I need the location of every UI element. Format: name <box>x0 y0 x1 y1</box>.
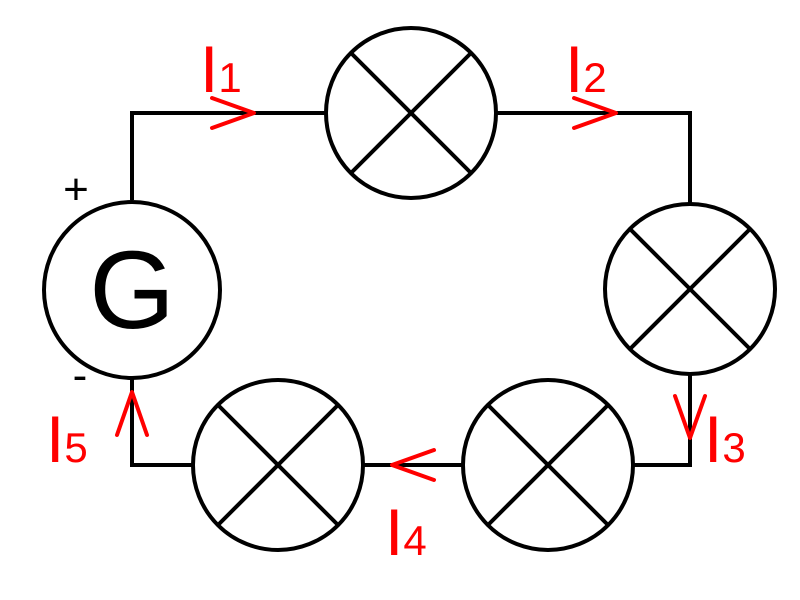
lamp-top-left <box>324 26 498 200</box>
generator-circle <box>42 200 222 380</box>
current-5-label: I5 <box>46 402 88 476</box>
current-2-label: I2 <box>565 32 607 106</box>
current-1-label: I1 <box>200 32 242 106</box>
lamp-cross-icon <box>216 403 340 527</box>
lamp-bottom-left <box>191 378 365 552</box>
wires <box>130 111 692 467</box>
wire-generator-to-lamp-top-left <box>130 111 328 200</box>
current-labels: I1 I2 I3 I4 I5 <box>46 32 746 569</box>
current-4-label: I4 <box>385 495 427 569</box>
lamp-cross-icon <box>628 227 752 351</box>
current-4-arrow-icon <box>390 448 436 482</box>
current-arrows <box>115 96 707 482</box>
wire-lamp-right-to-lamp-bottom-right <box>631 372 692 467</box>
current-1-arrow-icon <box>210 96 256 130</box>
negative-terminal-sign: - <box>73 351 88 400</box>
current-3-label: I3 <box>704 402 746 476</box>
lamp-cross-icon <box>486 403 610 527</box>
lamp-bottom-right <box>461 378 635 552</box>
generator-symbol: G <box>89 229 175 352</box>
generator: G + - <box>42 165 222 400</box>
current-3-arrow-icon <box>673 394 707 440</box>
positive-terminal-sign: + <box>63 165 89 214</box>
lamp-right <box>603 202 777 376</box>
current-2-arrow-icon <box>572 96 618 130</box>
lamp-cross-icon <box>349 51 473 175</box>
current-5-arrow-icon <box>115 390 149 437</box>
wire-lamp-bottom-left-to-generator <box>130 379 195 467</box>
wire-lamp-top-right-to-lamp-right <box>612 111 692 206</box>
